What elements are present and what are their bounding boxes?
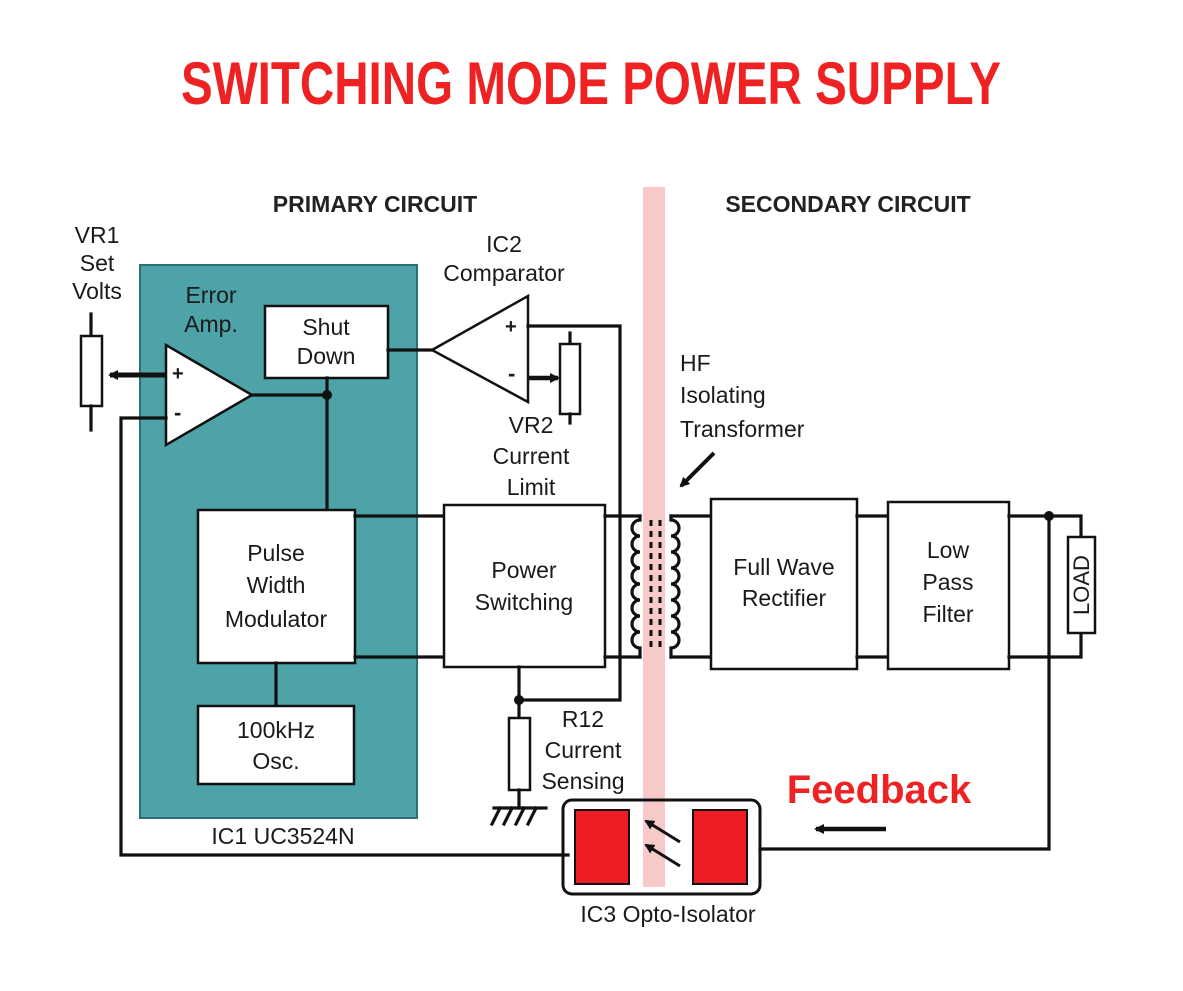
page-title: SWITCHING MODE POWER SUPPLY	[181, 50, 1001, 117]
ground-symbol	[489, 805, 548, 827]
junction-dot-r12	[514, 695, 524, 705]
transformer-symbol	[630, 514, 681, 659]
vr1-label-line2: Set	[80, 250, 115, 276]
opto-isolator-label: IC3 Opto-Isolator	[580, 901, 755, 927]
ic1-label: IC1 UC3524N	[211, 823, 354, 849]
error-amp-minus: -	[174, 400, 181, 425]
r12-resistor	[507, 716, 532, 792]
shutdown-label-line2: Down	[297, 343, 356, 369]
filter-label-line1: Low	[927, 537, 970, 563]
opto-led	[574, 809, 630, 885]
error-amp-label-line1: Error	[185, 282, 236, 308]
error-amp-label-line2: Amp.	[184, 311, 238, 337]
vr2-label-line2: Current	[493, 443, 570, 469]
vr2-potentiometer	[558, 342, 582, 416]
vr1-label-line3: Volts	[72, 278, 122, 304]
oscillator-label-line1: 100kHz	[237, 717, 315, 743]
feedback-wire-to-error-amp	[119, 416, 570, 857]
comparator-plus-wire	[517, 324, 622, 702]
vr1-potentiometer	[79, 334, 104, 408]
transformer-label-line3: Transformer	[680, 416, 805, 442]
comparator-plus: +	[505, 316, 517, 338]
comparator-ic2	[429, 293, 530, 405]
secondary-circuit-heading: SECONDARY CIRCUIT	[725, 191, 970, 217]
opto-isolator-package	[561, 798, 762, 896]
rectifier-block	[709, 497, 859, 671]
shutdown-label-line1: Shut	[302, 314, 350, 340]
rectifier-label-line1: Full Wave	[733, 554, 834, 580]
pwm-label-line2: Width	[247, 572, 306, 598]
pwm-block	[196, 508, 357, 665]
transformer-label-line2: Isolating	[680, 382, 766, 408]
comparator-minus: -	[508, 361, 515, 386]
feedback-label: Feedback	[787, 768, 972, 812]
r12-label-line2: Current	[545, 737, 622, 763]
filter-label-line3: Filter	[922, 601, 973, 627]
r12-label-line3: Sensing	[541, 768, 624, 794]
feedback-wire-from-output	[758, 514, 1051, 851]
primary-circuit-heading: PRIMARY CIRCUIT	[273, 191, 477, 217]
opto-light-arrow-2	[644, 843, 681, 868]
isolation-band	[643, 187, 665, 887]
opto-phototransistor	[692, 809, 748, 885]
transformer-label-line1: HF	[680, 350, 711, 376]
filter-block	[886, 500, 1011, 671]
rectifier-label-line2: Rectifier	[742, 585, 827, 611]
vr2-label-line1: VR2	[509, 412, 554, 438]
output-wire-top	[1007, 514, 1083, 539]
pwm-label-line1: Pulse	[247, 540, 305, 566]
pwm-label-line3: Modulator	[225, 606, 328, 632]
oscillator-label-line2: Osc.	[252, 748, 299, 774]
power-switching-label-line1: Power	[491, 557, 557, 583]
junction-dot-error-amp	[322, 390, 332, 400]
power-switching-label-line2: Switching	[475, 589, 573, 615]
filter-label-line2: Pass	[922, 569, 973, 595]
ic2-label-line2: Comparator	[443, 260, 565, 286]
oscillator-block	[196, 704, 356, 786]
error-amplifier	[164, 342, 255, 448]
transformer-pointer-arrow	[679, 451, 716, 488]
power-switching-block	[442, 503, 607, 669]
opto-light-arrow-1	[644, 819, 681, 844]
r12-label-line1: R12	[562, 706, 604, 732]
ic2-label-line1: IC2	[486, 231, 522, 257]
vr2-label-line3: Limit	[507, 474, 556, 500]
vr1-label-line1: VR1	[75, 222, 120, 248]
load-block	[1066, 535, 1097, 635]
output-wire-bottom	[1007, 631, 1083, 659]
load-label: LOAD	[1069, 555, 1094, 615]
error-amp-plus: +	[172, 363, 184, 385]
